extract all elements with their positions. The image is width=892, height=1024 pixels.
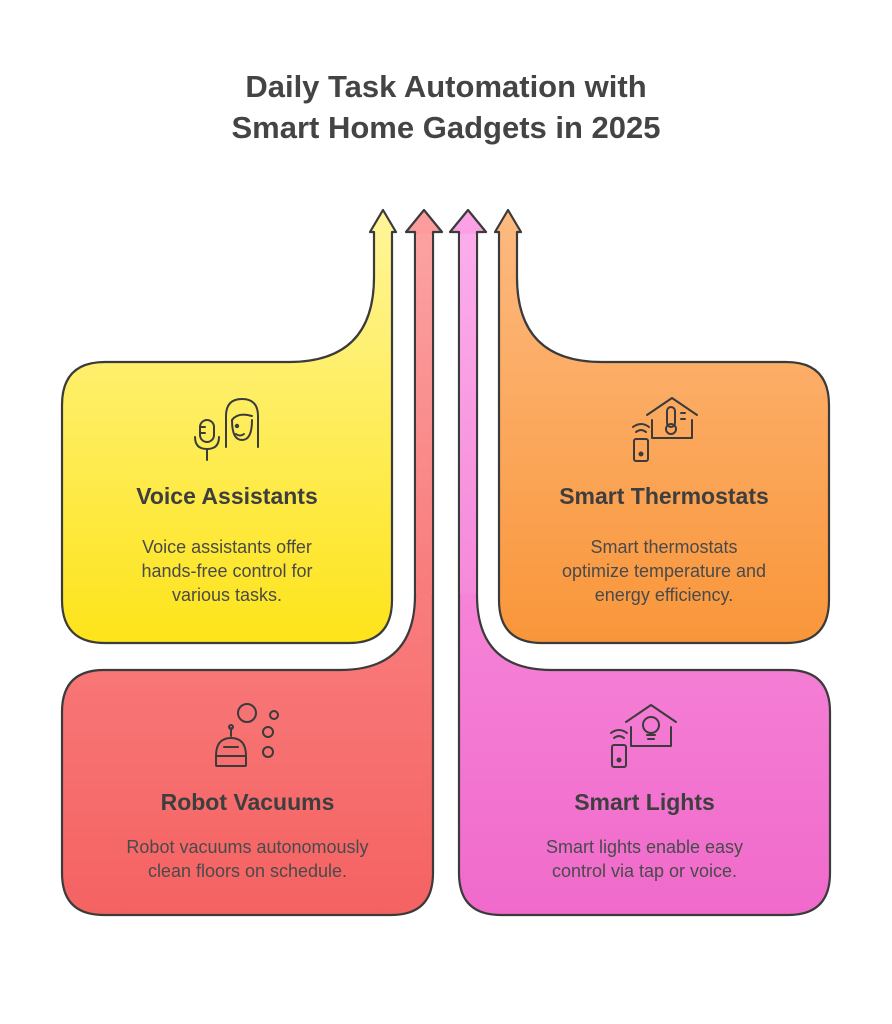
smart-lights-description: Smart lights enable easy control via tap…: [545, 837, 744, 881]
robot-vacuums-description: Robot vacuums autonomously clean floors …: [126, 837, 369, 881]
title-line-1: Daily Task Automation with: [245, 69, 647, 104]
house-thermometer-icon: [632, 397, 698, 462]
robot-bubbles-icon: [215, 703, 279, 767]
page-title: Daily Task Automation with Smart Home Ga…: [0, 66, 892, 148]
voice-assistants-card: [60, 208, 398, 645]
robot-vacuums-card: [60, 208, 444, 917]
robot-vacuums-stem-highlight: [416, 234, 432, 594]
smart-lights-stem-highlight: [460, 234, 476, 594]
microphone-person-icon: [194, 398, 259, 461]
title-line-2: Smart Home Gadgets in 2025: [231, 110, 661, 145]
house-lightbulb-icon: [610, 704, 677, 768]
smart-lights-title: Smart Lights: [574, 789, 715, 815]
smart-thermostats-description: Smart thermostats optimize temperature a…: [561, 537, 767, 605]
voice-assistants-description: Voice assistants offer hands-free contro…: [141, 537, 313, 605]
smart-lights-card: [448, 208, 832, 917]
robot-vacuums-title: Robot Vacuums: [160, 789, 335, 815]
voice-assistants-title: Voice Assistants: [136, 483, 318, 509]
smart-thermostats-title: Smart Thermostats: [559, 483, 769, 509]
smart-thermostats-card: [493, 208, 831, 645]
